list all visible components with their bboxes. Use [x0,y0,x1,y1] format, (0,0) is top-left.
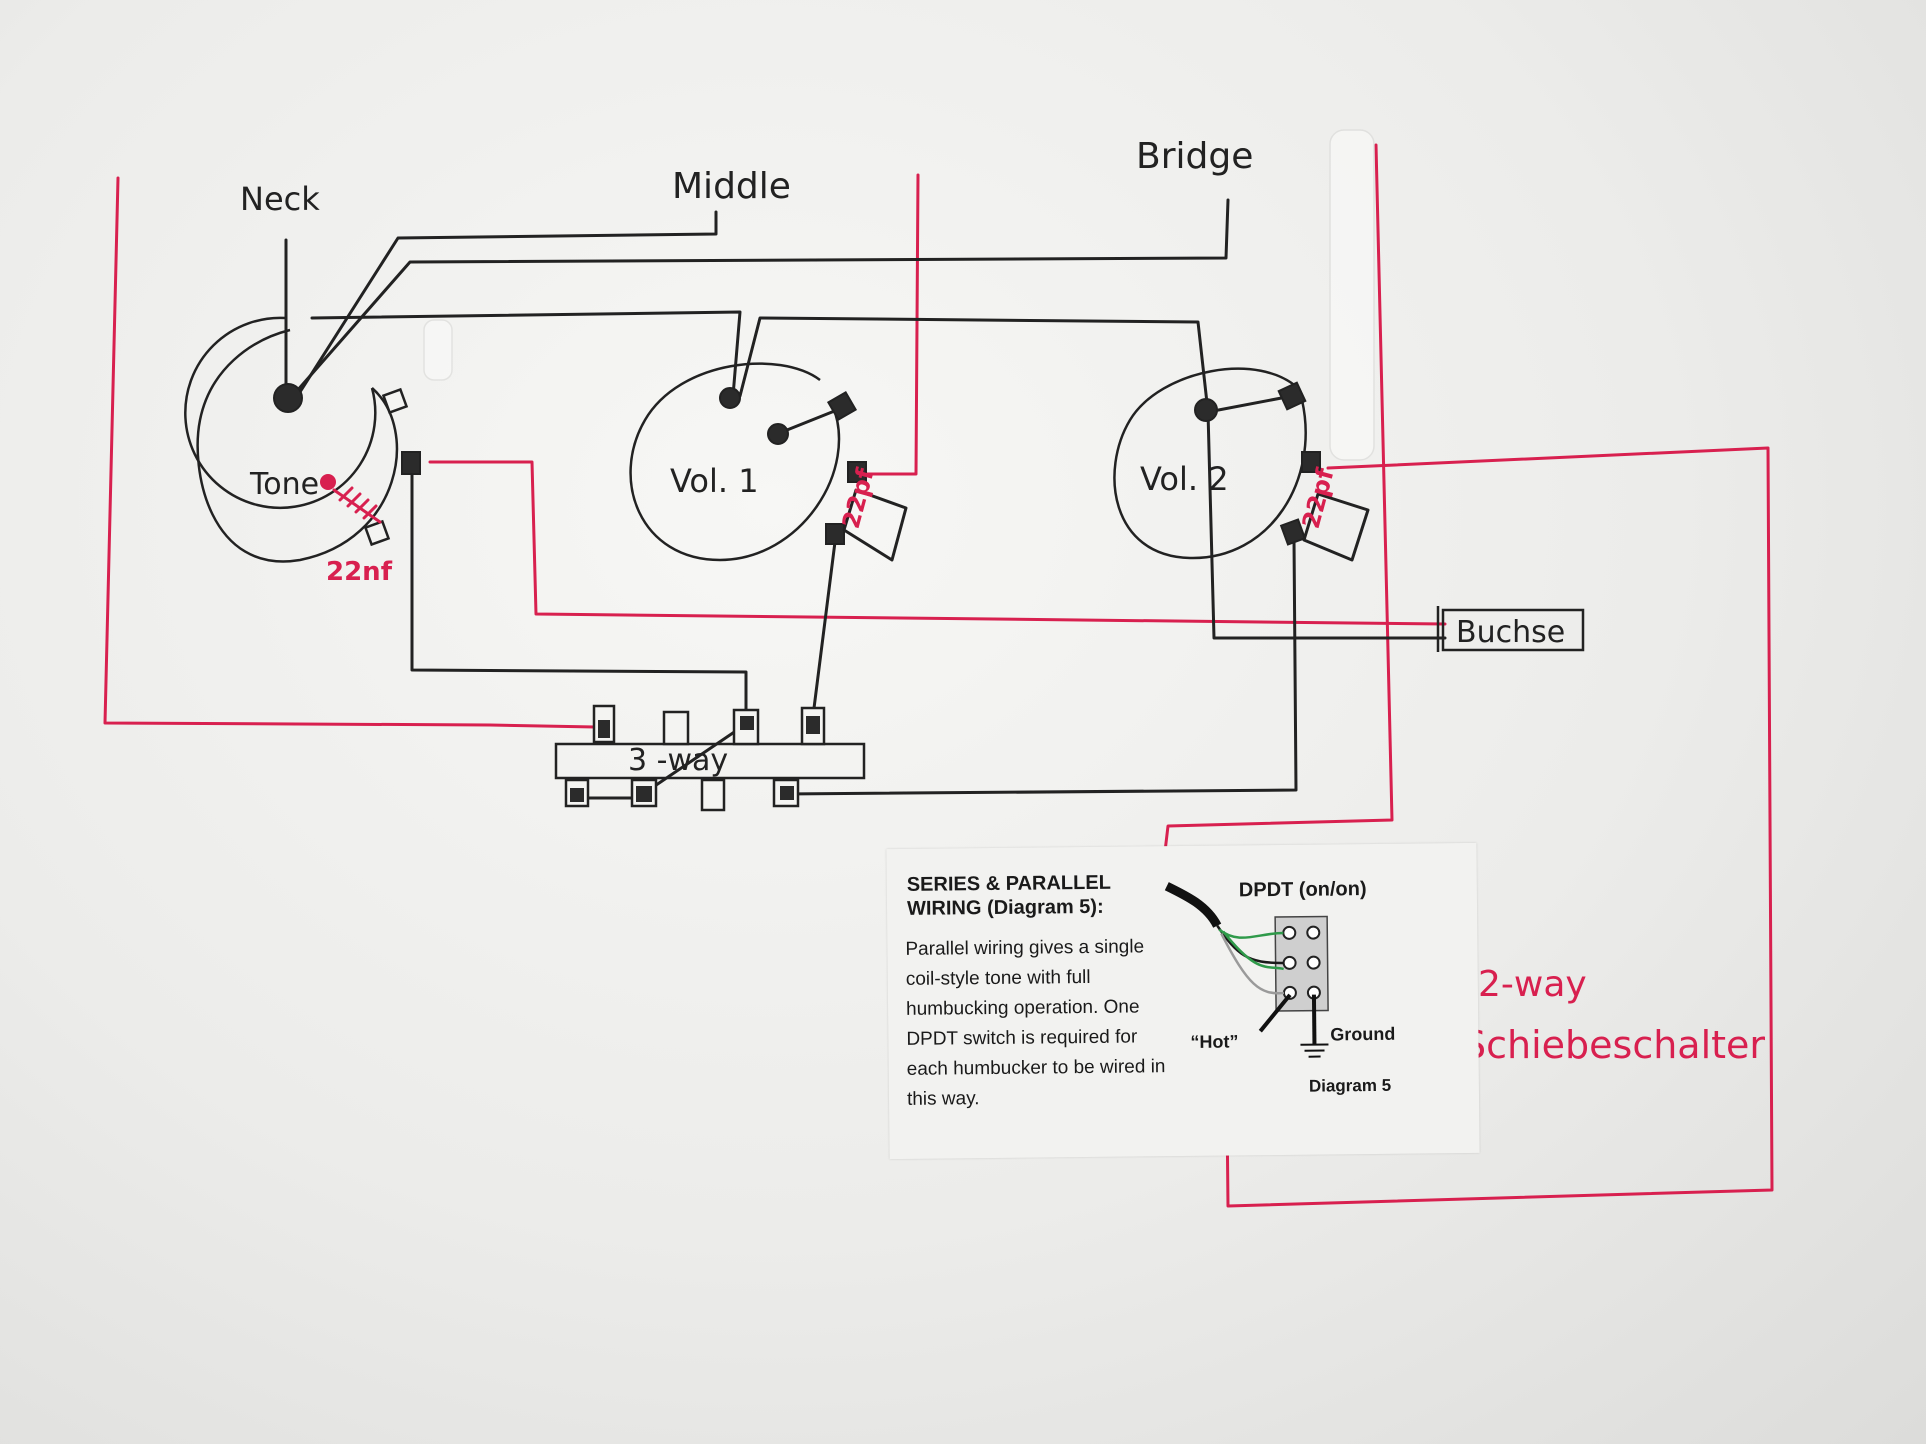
tone-center-lug [273,383,303,413]
vol1-bottom-lug [825,523,845,545]
vol2-center-lug [1194,398,1218,422]
top-bus-wire [310,310,742,398]
red-wire-left-loop [103,176,597,729]
vol1-to-switch-wire [810,532,838,726]
tone-pot [184,316,421,563]
vol2-top-lug [1277,381,1307,411]
vol1-to-vol2-wire [738,316,1210,414]
vol1-top-lug [826,390,858,422]
vol2-cap-outline [1302,492,1370,562]
vol1-pot [629,362,908,562]
jack-body [1441,608,1585,652]
tone-top-lug [381,387,409,415]
vol1-label: Vol. 1 [670,462,759,500]
middle-lead [298,210,718,394]
tone-label: Tone [249,467,319,502]
vol1-wiper [780,406,844,434]
switch-body [554,742,866,780]
two-way-label: 2-way [1478,964,1587,1005]
schiebeschalter-label: Schiebeschalter [1462,1023,1765,1067]
ground-label: Ground [1330,1023,1396,1045]
jack-label: Buchse [1456,615,1565,650]
switch-bottom-lug-3 [700,778,726,812]
dpdt-diagram [1164,882,1329,1058]
vol2-to-jack-wire [1206,410,1447,640]
vol1-cap-label: 22pf [837,465,880,532]
vol2-bottom-lug [1279,518,1307,546]
tone-bottom-lug [363,519,391,547]
vol1-right-lug [847,461,867,483]
red-wire-vol1-top [856,173,920,476]
output-jack [1436,606,1585,652]
bridge-lead [294,198,1230,394]
vol2-wiper [1206,394,1294,414]
tone-cap-dot [320,474,336,490]
tone-middle-lug [401,451,421,475]
middle-label: Middle [672,166,791,207]
vol2-to-switch-wire [782,538,1298,796]
tone-to-switch-wire [410,468,748,726]
vol2-right-lug [1301,451,1321,473]
red-wire-right-loop [1162,143,1394,862]
neck-label: Neck [240,180,320,218]
three-way-label: 3 -way [628,743,728,778]
switch-top-lug-2 [662,710,690,746]
tone-cap-label: 22nf [326,557,393,587]
bridge-label: Bridge [1136,136,1253,177]
red-wire-tone-to-jack [428,460,1447,626]
vol2-pot [1113,367,1370,562]
vol1-wiper-lug [767,423,789,445]
humbucker-cable [1164,882,1222,928]
correction-fluid-marks [423,129,1375,461]
black-wiring [284,198,1447,800]
dpdt-label: DPDT (on/on) [1238,878,1367,902]
vol2-label: Vol. 2 [1140,460,1229,498]
vol1-center-lug [719,387,741,409]
printed-clipping: SERIES & PARALLEL WIRING (Diagram 5): Pa… [886,842,1480,1160]
three-way-switch [554,704,866,812]
hot-label: “Hot” [1190,1031,1239,1052]
ground-symbol [1300,1043,1329,1058]
diagram-caption: Diagram 5 [1308,1075,1392,1096]
red-wiring [103,143,1774,1208]
vol1-cap-outline [842,488,908,562]
tone-capacitor [332,486,382,524]
